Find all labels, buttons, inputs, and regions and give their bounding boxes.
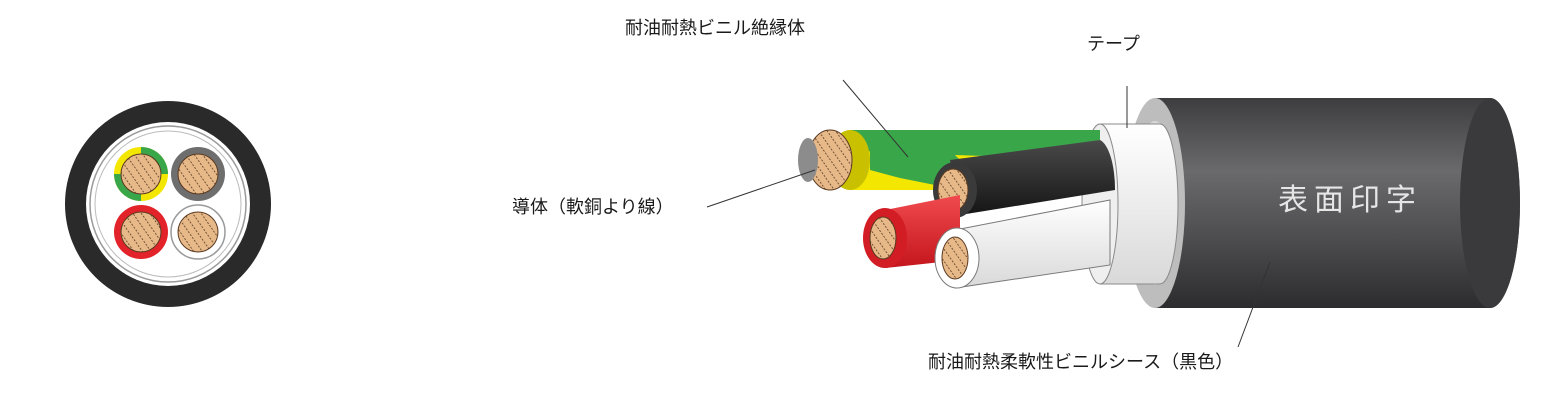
label-insulation: 耐油耐熱ビニル絶縁体 xyxy=(625,18,805,39)
outer-sheath-end xyxy=(1460,98,1520,308)
leader-conductor xyxy=(706,169,816,208)
label-sheath: 耐油耐熱柔軟性ビニルシース（黒色） xyxy=(928,352,1234,373)
sheath-surface-print: 表面印字 xyxy=(1278,183,1422,218)
cable-perspective xyxy=(706,79,1520,348)
cross-section-core-white xyxy=(170,204,226,260)
core-white-conductor xyxy=(941,236,969,280)
label-conductor: 導体（軟銅より線） xyxy=(512,197,674,218)
leader-insulation xyxy=(842,79,909,158)
core-white xyxy=(934,199,1111,289)
label-tape: テープ xyxy=(1087,34,1140,55)
cross-section-core-red xyxy=(114,205,168,259)
cross-section-core-gray xyxy=(171,147,225,201)
outer-sheath xyxy=(1155,98,1520,308)
tape-layer xyxy=(1099,123,1179,285)
core-red-conductor xyxy=(869,216,897,260)
cross-section-core-green-yellow xyxy=(114,147,168,201)
leader-sheath xyxy=(1237,261,1271,348)
cable-cross-section xyxy=(65,101,271,307)
